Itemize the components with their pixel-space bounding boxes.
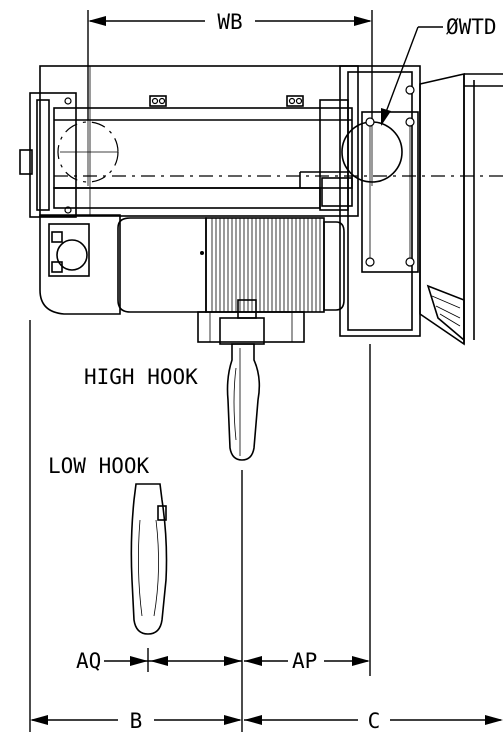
c-dimension: C xyxy=(244,709,503,732)
b-dimension: B xyxy=(30,709,242,732)
b-label: B xyxy=(130,709,143,732)
hoist-body xyxy=(19,65,503,315)
ap-label: AP xyxy=(292,649,317,673)
high-hook: HIGH HOOK xyxy=(84,343,261,461)
aq-dimension: AQ xyxy=(76,649,242,673)
wb-label: WB xyxy=(217,10,242,34)
hoist-motor xyxy=(117,217,345,345)
wtd-leader: ØWTD xyxy=(381,15,497,126)
ap-dimension: AP xyxy=(244,649,370,673)
right-end-assembly xyxy=(319,65,503,346)
aq-label: AQ xyxy=(76,649,101,673)
wtd-label: ØWTD xyxy=(446,15,497,39)
c-label: C xyxy=(368,709,381,732)
high-hook-label: HIGH HOOK xyxy=(84,365,198,389)
wb-dimension: WB xyxy=(87,10,373,120)
extension-lines xyxy=(29,320,371,732)
low-hook: LOW HOOK xyxy=(48,454,168,635)
motor-fins xyxy=(211,218,321,312)
low-hook-label: LOW HOOK xyxy=(48,454,150,478)
